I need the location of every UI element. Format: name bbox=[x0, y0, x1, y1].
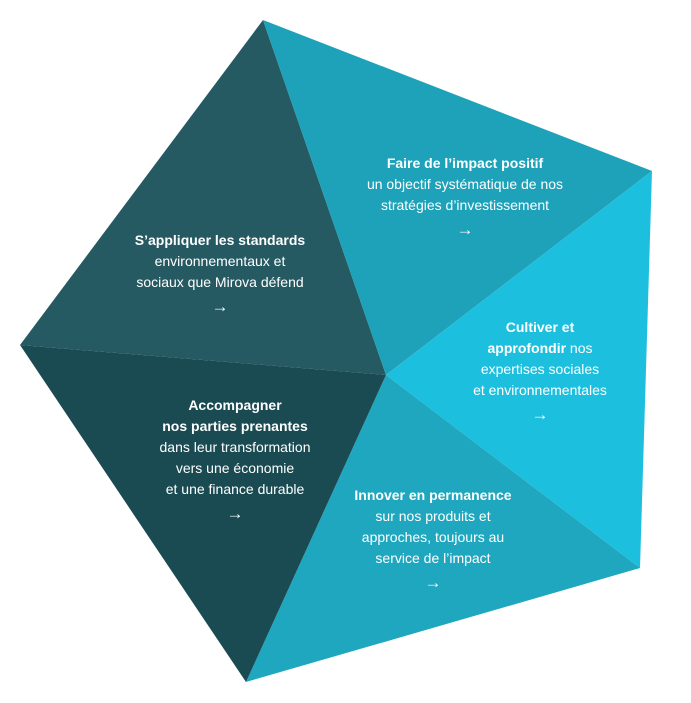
segment-top-right-line3: stratégies d’investissement bbox=[380, 197, 550, 213]
segment-top-left-line2: environnementaux et bbox=[154, 253, 286, 269]
segment-bottom-left-line5: et une finance durable bbox=[165, 481, 305, 497]
segment-bottom-right-line2: sur nos produits et bbox=[375, 508, 491, 524]
segment-bottom-right-shape[interactable] bbox=[246, 375, 640, 682]
segment-right-line2: approfondir nos bbox=[445, 338, 635, 359]
segment-top-right-shape[interactable] bbox=[263, 20, 652, 375]
arrow-right-icon[interactable]: → bbox=[531, 405, 549, 424]
segment-top-left-text: S’appliquer les standards environnementa… bbox=[105, 230, 335, 318]
segment-bottom-left-text: Accompagner nos parties prenantes dans l… bbox=[120, 395, 350, 525]
arrow-right-icon[interactable]: → bbox=[211, 297, 229, 316]
segment-bottom-right-title: Innover en permanence bbox=[354, 487, 512, 503]
segment-right-text: Cultiver et approfondir nos expertises s… bbox=[445, 317, 635, 426]
segment-top-right-title: Faire de l’impact positif bbox=[386, 155, 544, 171]
segment-bottom-left-line4: vers une économie bbox=[175, 460, 295, 476]
segment-bottom-right-text: Innover en permanence sur nos produits e… bbox=[318, 485, 548, 594]
segment-right-line2-rest: nos bbox=[566, 340, 593, 356]
segment-top-right-text: Faire de l’impact positif un objectif sy… bbox=[330, 153, 600, 241]
arrow-right-icon[interactable]: → bbox=[424, 573, 442, 592]
segment-right-line4: et environnementales bbox=[473, 382, 607, 398]
segment-top-left-line3: sociaux que Mirova défend bbox=[136, 274, 304, 290]
segment-right-shape[interactable] bbox=[386, 171, 652, 568]
arrow-right-icon[interactable]: → bbox=[226, 504, 244, 523]
segment-bottom-right-line4: service de l’impact bbox=[375, 550, 491, 566]
segment-right-line3: expertises sociales bbox=[480, 361, 600, 377]
segment-right-title: Cultiver et bbox=[505, 319, 575, 335]
segment-top-left-title: S’appliquer les standards bbox=[134, 232, 306, 248]
segment-bottom-left-title-2: nos parties prenantes bbox=[162, 418, 308, 434]
segment-right-title-2: approfondir bbox=[487, 340, 567, 356]
segment-bottom-left-title: Accompagner bbox=[188, 397, 282, 413]
segment-top-left-shape[interactable] bbox=[20, 20, 386, 375]
segment-top-right-line2: un objectif systématique de nos bbox=[366, 176, 564, 192]
segment-bottom-left-shape[interactable] bbox=[20, 345, 386, 682]
segment-bottom-right-line3: approches, toujours au bbox=[361, 529, 505, 545]
arrow-right-icon[interactable]: → bbox=[456, 220, 474, 239]
segment-bottom-left-line3: dans leur transformation bbox=[159, 439, 311, 455]
